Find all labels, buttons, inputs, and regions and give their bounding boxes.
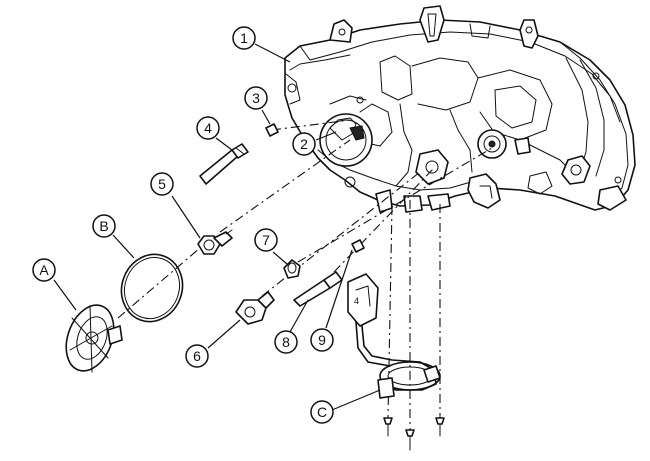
- callout-b: B: [92, 214, 116, 238]
- leader-2: [315, 131, 337, 141]
- part-c-leveling-unit: 4: [347, 273, 441, 399]
- callout-9-label: 9: [318, 332, 326, 348]
- mounting-screw-1: [383, 417, 393, 437]
- part-8-wedge-bulb: [293, 271, 343, 307]
- callout-leaders: [53, 43, 381, 411]
- part-6-bulb-socket: [235, 291, 275, 325]
- leader-3: [261, 109, 271, 125]
- leader-a: [53, 279, 77, 311]
- part-b-o-ring: [120, 253, 184, 323]
- leader-8: [289, 299, 309, 333]
- callout-5-label: 5: [158, 176, 166, 192]
- callout-a: A: [32, 258, 56, 282]
- callout-7: 7: [254, 228, 278, 252]
- mounting-screw-3: [435, 417, 445, 437]
- callout-2-label: 2: [300, 136, 308, 152]
- callout-3-label: 3: [252, 90, 260, 106]
- callout-6-label: 6: [193, 348, 201, 364]
- callout-1-label: 1: [240, 30, 248, 46]
- callout-2: 2: [292, 132, 316, 156]
- axis-line-3: [271, 119, 351, 131]
- callout-1: 1: [232, 26, 256, 50]
- leader-5: [171, 195, 201, 239]
- callout-4: 4: [196, 116, 220, 140]
- callout-4-label: 4: [204, 120, 212, 136]
- part-7-small-bulb: [283, 259, 301, 279]
- socket-mark: 4: [354, 296, 359, 306]
- leader-1: [254, 43, 291, 63]
- callout-8-label: 8: [282, 334, 290, 350]
- leader-6: [207, 319, 241, 349]
- callout-b-label: B: [99, 218, 108, 234]
- mounting-screws: [383, 417, 445, 451]
- part-4-wedge-bulb: [199, 143, 249, 185]
- callout-5: 5: [150, 172, 174, 196]
- part-9-grommet: [351, 239, 365, 253]
- callout-6: 6: [185, 344, 209, 368]
- part-5-halogen-bulb: [197, 229, 233, 255]
- callout-9: 9: [310, 328, 334, 352]
- callout-c: C: [310, 400, 334, 424]
- mounting-screw-2: [405, 429, 415, 451]
- leader-7: [272, 251, 288, 265]
- leader-b: [112, 234, 135, 259]
- headlamp-housing: [284, 5, 636, 213]
- leader-4: [215, 137, 233, 151]
- callout-3: 3: [244, 86, 268, 110]
- part-3-clip: [265, 123, 279, 137]
- callout-a-label: A: [39, 262, 49, 278]
- leader-c: [331, 389, 381, 411]
- part-a-dust-cap: [65, 304, 123, 373]
- leader-9: [325, 249, 353, 329]
- callout-7-label: 7: [262, 232, 270, 248]
- axis-line-a: [117, 247, 201, 319]
- axis-line-5: [219, 139, 351, 233]
- callout-c-label: C: [317, 404, 327, 420]
- callout-8: 8: [274, 330, 298, 354]
